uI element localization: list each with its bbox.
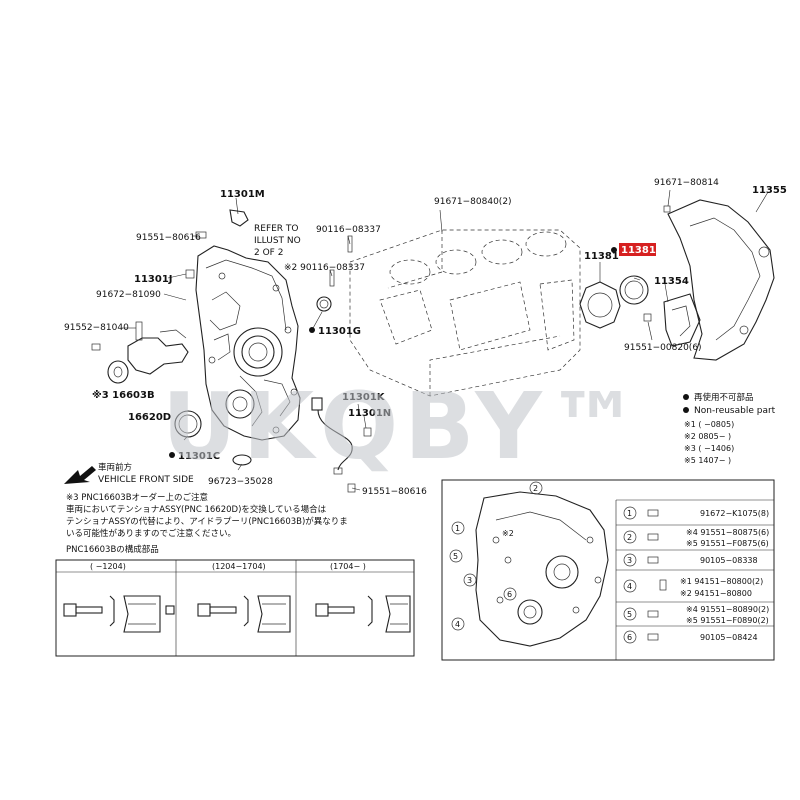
label-91551-80616-a: 91551−80616 [136, 233, 201, 243]
label-11301G: 11301G [318, 326, 361, 337]
legend: 再使用不可部品 Non-reusable part ※1 ( −0805) ※2… [683, 392, 776, 465]
callout-1-line-1: 91672−K1075(8) [700, 509, 769, 518]
direction-jp: 車両前方 [98, 462, 132, 473]
refer-line-1: REFER TO [254, 224, 299, 234]
part-labels: 11301M 91551−80616 11301J 91672−81090 91… [64, 178, 787, 497]
legend-range-4: ※5 1407− ) [684, 456, 731, 465]
compatibility-table: ( −1204) (1204−1704) (1704− ) [55, 559, 415, 657]
inset-marker-2: 2 [533, 484, 538, 493]
label-11354: 11354 [654, 276, 689, 287]
bolt-location-inset: 2 ※2 1 5 3 6 4 [441, 479, 775, 661]
rear-oil-seal-retainer-drawing [579, 275, 701, 347]
callout-num-3: 3 [627, 556, 632, 565]
callout-row-5: 5 ※4 91551−80890(2) ※5 91551−F0890(2) [623, 605, 769, 625]
callout-5-line-2: ※5 91551−F0890(2) [686, 616, 769, 625]
vehicle-front-direction: 車両前方 VEHICLE FRONT SIDE [64, 462, 194, 485]
inset-marker-4: 4 [455, 620, 460, 629]
refer-line-3: 2 OF 2 [254, 248, 283, 258]
label-11301M: 11301M [220, 189, 265, 200]
label-91551-00820: 91551−00820(6) [624, 343, 702, 353]
inset-marker-3: 3 [467, 576, 472, 585]
compat-cell-2-drawing [165, 595, 291, 633]
callout-num-6: 6 [627, 633, 632, 642]
note-line-3: テンショナASSYの代替により、アイドラプーリ(PNC16603B)が異なりま [66, 516, 348, 527]
legend-en-nonreuse: Non-reusable part [694, 406, 776, 416]
inset-marker-6: 6 [507, 590, 512, 599]
callout-row-1: 1 91672−K1075(8) [623, 506, 769, 520]
tensioner-assembly-drawing [91, 321, 202, 438]
callout-5-line-1: ※4 91551−80890(2) [686, 605, 769, 614]
compat-header-3: (1704− ) [330, 562, 366, 571]
compat-header-1: ( −1204) [90, 562, 126, 571]
direction-en: VEHICLE FRONT SIDE [98, 475, 194, 485]
legend-range-3: ※3 ( −1406) [684, 444, 734, 453]
compat-cell-1-drawing [63, 595, 161, 633]
timing-chain-cover-drawing [195, 245, 301, 441]
label-11301N: 11301N [348, 408, 391, 419]
note-line-4: いる可能性がありますのでご注意ください。 [66, 528, 236, 539]
label-96723-35028: 96723−35028 [208, 477, 273, 487]
cover-small-parts [185, 209, 353, 466]
label-11381A: 11381A [621, 245, 664, 256]
callout-num-4: 4 [627, 582, 632, 591]
callout-2-line-2: ※5 91551−F0875(6) [686, 539, 769, 548]
callout-row-6: 6 90105−08424 [623, 630, 758, 644]
refer-line-2: ILLUST NO [254, 236, 301, 246]
callout-row-4: 4 ※1 94151−80800(2) ※2 94151−80800 [623, 577, 763, 598]
highlight-box-11381A [619, 243, 656, 256]
label-16620D: 16620D [128, 412, 171, 423]
inset-marker-5: 5 [453, 552, 458, 561]
compat-cell-3-drawing [315, 595, 411, 633]
legend-jp-nonreuse: 再使用不可部品 [694, 392, 754, 403]
callout-table: 1 91672−K1075(8) 2 ※4 91551−80875(6) ※5 … [623, 506, 769, 644]
direction-arrow-icon [64, 466, 96, 484]
watermark: UKQBY™ [162, 373, 646, 480]
inset-marker-1: 1 [455, 524, 460, 533]
label-90116-08337-a: 90116−08337 [316, 225, 381, 235]
label-91671-80840: 91671−80840(2) [434, 197, 512, 207]
sensor-harness-drawing [311, 397, 372, 493]
label-11381: 11381 [584, 251, 619, 262]
note-line-1: ※3 PNC16603Bオーダー上のご注意 [66, 492, 208, 503]
callout-4-line-2: ※2 94151−80800 [680, 589, 752, 598]
label-91671-80814: 91671−80814 [654, 178, 719, 188]
label-91672-81090: 91672−81090 [96, 290, 161, 300]
callout-num-5: 5 [627, 610, 632, 619]
label-91552-81040: 91552−81040 [64, 323, 129, 333]
label-91551-80616-b: 91551−80616 [362, 487, 427, 497]
legend-range-2: ※2 0805− ) [684, 432, 731, 441]
callout-row-3: 3 90105−08338 [623, 553, 758, 567]
label-11301C: 11301C [178, 451, 220, 462]
legend-range-1: ※1 ( −0805) [684, 420, 734, 429]
callout-3-line-1: 90105−08338 [700, 556, 758, 565]
notes-block: ※3 PNC16603Bオーダー上のご注意 車両においてテンショナASSY(PN… [66, 492, 348, 555]
end-plate-drawing [663, 199, 775, 361]
note-line-5: PNC16603Bの構成部品 [66, 544, 159, 555]
callout-num-1: 1 [627, 509, 632, 518]
label-11301J: 11301J [134, 274, 173, 285]
callout-6-line-1: 90105−08424 [700, 633, 758, 642]
compat-header-2: (1204−1704) [212, 562, 266, 571]
label-16603B: ※3 16603B [92, 389, 155, 401]
label-11301K: 11301K [342, 392, 386, 403]
callout-row-2: 2 ※4 91551−80875(6) ※5 91551−F0875(6) [623, 528, 769, 548]
label-11355: 11355 [752, 185, 787, 196]
callout-num-2: 2 [627, 533, 632, 542]
note-line-2: 車両においてテンショナASSY(PNC 16620D)を交換している場合は [66, 504, 327, 515]
callout-2-line-1: ※4 91551−80875(6) [686, 528, 769, 537]
inset-marker-s2: ※2 [502, 529, 514, 538]
engine-block-drawing [349, 229, 581, 397]
callout-4-line-1: ※1 94151−80800(2) [680, 577, 763, 586]
leader-lines [122, 189, 769, 491]
label-90116-08337-b: ※2 90116−08337 [284, 263, 365, 273]
